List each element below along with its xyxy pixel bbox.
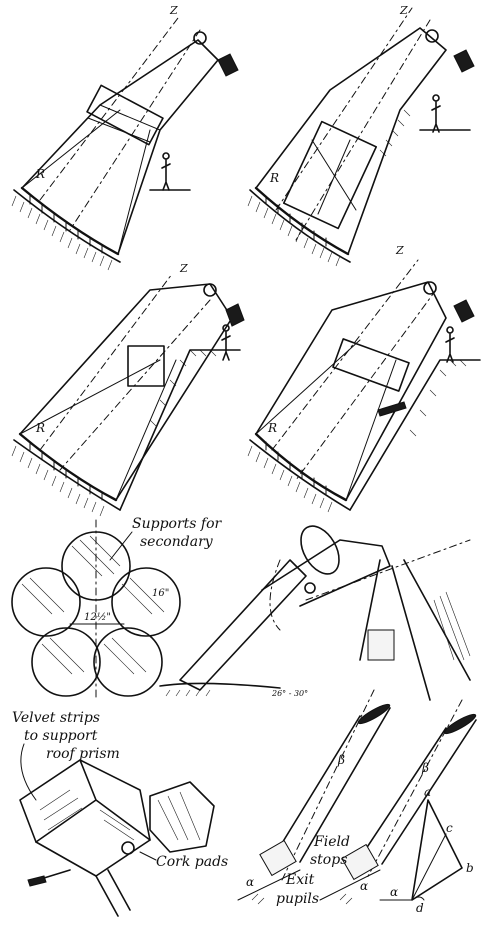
panel-prism-holder: Velvet strips to support roof prism Cork… [12, 710, 228, 917]
ground-hatching [11, 189, 121, 271]
label-pt-a: a [424, 785, 431, 799]
primary-mirror [254, 186, 350, 256]
eyepiece-box [225, 303, 245, 327]
secondary-housing [300, 525, 340, 575]
observer-figure [431, 101, 441, 133]
tube-frame [255, 27, 447, 255]
label-z-4: Z [395, 244, 404, 257]
label-exit-line2: pupils [276, 891, 319, 907]
secondary-cage [282, 120, 378, 230]
eyepiece-box [453, 299, 475, 323]
label-dim-inner: 12½" [84, 612, 111, 623]
panel-telescope-2: Z R [247, 4, 475, 267]
eyepiece-left [259, 839, 297, 877]
upper-tube [261, 539, 391, 607]
lower-tube [179, 559, 307, 691]
label-alpha-3: α [390, 885, 398, 899]
label-exit-line1: Exit [285, 872, 315, 888]
ground-hatching [11, 349, 241, 517]
mount-legs [359, 559, 471, 701]
label-dim-outer: 16" [152, 588, 169, 599]
panel-telescope-4: Z R [247, 244, 481, 513]
eyepiece-right [341, 843, 379, 881]
eyepiece-box [217, 53, 239, 77]
prism-box [19, 759, 151, 877]
mount-rod [95, 869, 131, 917]
label-beta-1: β [337, 753, 345, 767]
objective-right [443, 713, 477, 735]
tube-frame [19, 283, 233, 501]
panel-telescope-3: Z R [11, 262, 245, 517]
leg-block [367, 629, 395, 661]
label-velvet-line3: roof prism [46, 746, 120, 762]
label-pt-c: c [446, 821, 453, 835]
ground-hatching [247, 109, 411, 267]
label-velvet-line2: to support [24, 728, 98, 744]
screw-icon [27, 875, 47, 887]
label-z-1: Z [169, 4, 178, 17]
label-velvet-line1: Velvet strips [12, 710, 100, 726]
label-pt-d: d [416, 901, 424, 915]
cork-block [149, 781, 215, 853]
label-supports-line1: Supports for [132, 516, 223, 532]
label-field-line2: stops [310, 852, 347, 868]
label-alpha-2: α [360, 879, 368, 893]
secondary-cage [86, 84, 164, 146]
panel-telescope-1: Z R [11, 4, 239, 271]
observer-figure [445, 333, 455, 363]
tube-frame [21, 39, 219, 255]
support-circle-right [111, 567, 181, 637]
mirror-segments [29, 195, 103, 254]
base-ground [159, 682, 281, 689]
ground-hatching [247, 359, 481, 513]
label-alpha-1: α [246, 875, 254, 889]
observer-figure [221, 331, 231, 361]
panel-triangle: a b c d α [379, 785, 474, 915]
label-z-2: Z [399, 4, 408, 17]
primary-mirror [254, 432, 348, 502]
label-field-line1: Field [313, 834, 350, 850]
support-circle-bottom-left [31, 627, 101, 697]
pivot-bolt [121, 841, 135, 855]
panel-mount-sketch: 26° - 30° [159, 525, 471, 701]
label-beta-2: β [421, 761, 429, 775]
label-pt-b: b [466, 861, 474, 875]
secondary-cage [332, 338, 410, 392]
label-r-1: R [35, 167, 45, 181]
label-r-4: R [267, 421, 277, 435]
label-supports-line2: secondary [140, 534, 214, 550]
prism-mount [377, 401, 407, 417]
support-circle-bottom-right [93, 627, 163, 697]
label-z-3: Z [179, 262, 188, 275]
label-angle-note: 26° - 30° [271, 689, 308, 698]
panel-ray-diagram: β β Field stops Exit pupils α α [237, 689, 477, 907]
label-r-3: R [35, 421, 45, 435]
label-r-2: R [269, 171, 279, 185]
support-circle-left [11, 567, 81, 637]
observer-figure [161, 159, 171, 191]
primary-mirror [18, 432, 118, 502]
panel-secondary-supports: Supports for secondary 12½" 16" [11, 516, 223, 701]
eyepiece-box [453, 49, 475, 73]
secondary-cage [127, 345, 165, 387]
primary-mirror [20, 186, 120, 256]
label-cork-pads: Cork pads [156, 854, 228, 870]
